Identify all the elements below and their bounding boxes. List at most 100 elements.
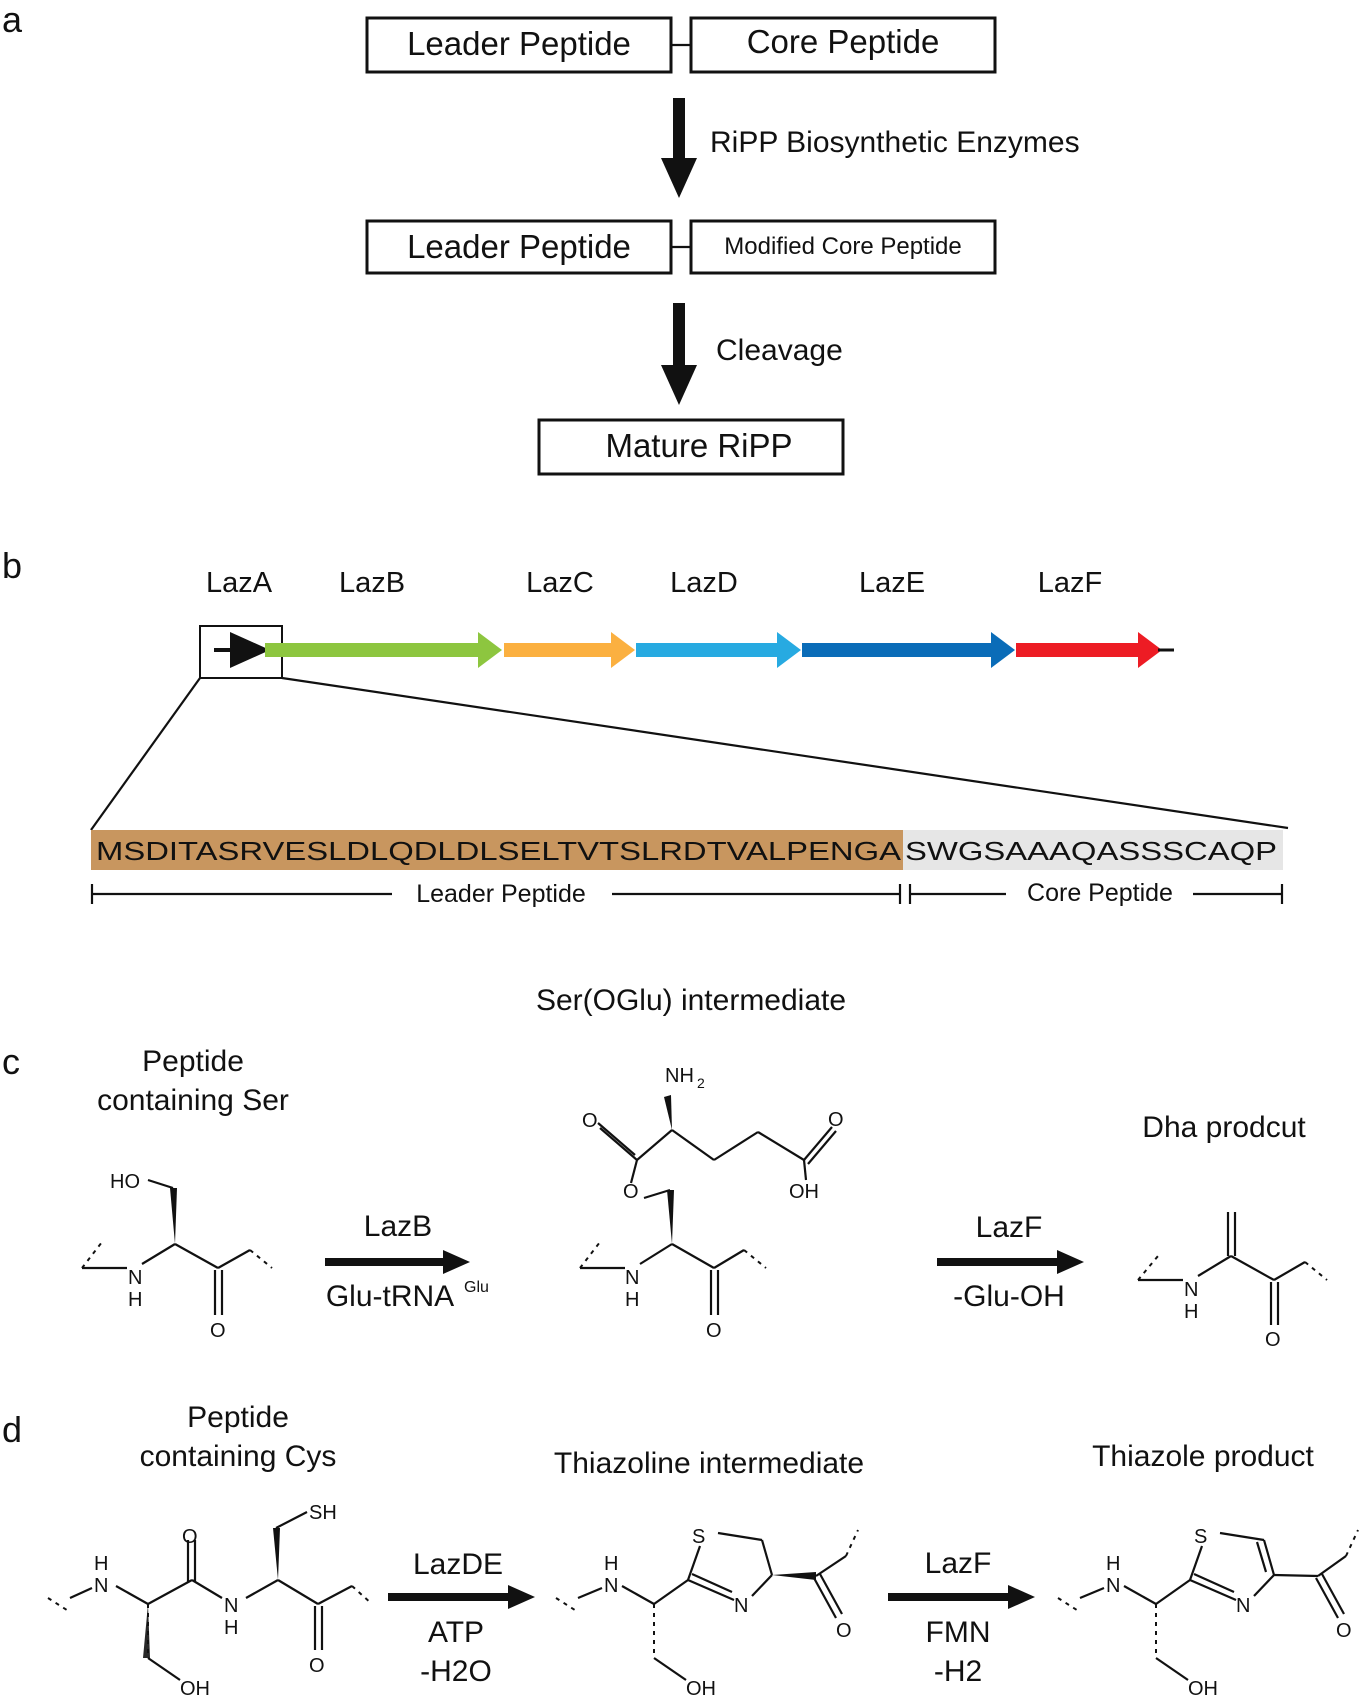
lazde-enzyme-label: LazDE (413, 1548, 503, 1581)
peptide-link (669, 33, 691, 57)
cys-h-atom-1: H (94, 1553, 108, 1575)
thiazole-h-atom: H (1106, 1553, 1120, 1575)
core-peptide-label: Core Peptide (747, 23, 940, 60)
biosynthetic-enzymes-label: RiPP Biosynthetic Enzymes (710, 126, 1080, 159)
ser-peptide-structure: HO N H O (81, 1171, 273, 1342)
oglu-n-atom: N (625, 1267, 639, 1289)
lazf-arrow (1016, 632, 1162, 668)
oglu-h-atom: H (625, 1289, 639, 1311)
fmn-label: FMN (926, 1616, 991, 1649)
gene-label-laza: LazA (206, 567, 273, 599)
lazb-reaction-arrow (325, 1250, 470, 1274)
lazb-arrow (265, 632, 502, 668)
gene-label-lazd: LazD (670, 567, 738, 599)
thiazole-oh-atom: OH (1188, 1678, 1218, 1695)
cys-peptide-structure: H N O N H SH O OH (47, 1502, 373, 1695)
nh2-subscript: 2 (697, 1075, 705, 1091)
panel-label-d: d (2, 1409, 22, 1450)
acid-o-atom: O (828, 1109, 844, 1131)
ser-n-atom: N (128, 1267, 142, 1289)
laza-arrow (230, 632, 270, 668)
leader-peptide-box: Leader Peptide (365, 16, 673, 74)
thiazoline-h-atom: H (604, 1553, 618, 1575)
mature-ripp-label: Mature RiPP (605, 427, 792, 464)
h2o-label: -H2O (420, 1655, 492, 1688)
thiazoline-n-atom-1: N (604, 1575, 618, 1597)
oglu-o-atom: O (706, 1320, 722, 1342)
thiazole-o-atom: O (1336, 1620, 1352, 1642)
nh2-atom: NH (665, 1065, 694, 1087)
gene-label-lazf: LazF (1038, 567, 1102, 599)
ser-o-atom: O (210, 1320, 226, 1342)
ser-peptide-title-2: containing Ser (97, 1084, 289, 1117)
leader-peptide-label: Leader Peptide (407, 25, 631, 62)
thiazoline-title: Thiazoline intermediate (554, 1447, 864, 1480)
panel-label-b: b (2, 545, 22, 586)
biosynthesis-arrow (661, 98, 697, 198)
lazde-reaction-arrow (388, 1585, 535, 1609)
ether-o-atom: O (623, 1181, 639, 1203)
ser-peptide-title-1: Peptide (142, 1045, 244, 1078)
cleavage-arrow (661, 303, 697, 405)
acid-oh-atom: OH (789, 1181, 819, 1203)
dha-h-atom: H (1184, 1301, 1198, 1323)
thiazole-s-atom: S (1194, 1526, 1207, 1548)
glu-trna-superscript: Glu (464, 1279, 489, 1296)
thiazole-title: Thiazole product (1092, 1440, 1314, 1473)
leader-sequence: MSDITASRVESLDLQDLDLSELTVTSLRDTVALPENGA (96, 836, 902, 866)
cys-h-atom-2: H (224, 1617, 238, 1639)
laza-sequence: MSDITASRVESLDLQDLDLSELTVTSLRDTVALPENGA S… (91, 830, 1283, 870)
thiazoline-o-atom: O (836, 1620, 852, 1642)
thiazole-n-atom-2: N (1236, 1595, 1250, 1617)
core-peptide-bracket: Core Peptide (908, 879, 1284, 907)
lazc-arrow (504, 632, 635, 668)
modified-core-peptide-box: Modified Core Peptide (689, 219, 997, 275)
leader-peptide-bracket-label: Leader Peptide (416, 880, 586, 908)
mature-ripp-box: Mature RiPP (537, 418, 845, 476)
cys-n-atom-1: N (94, 1575, 108, 1597)
cleavage-label: Cleavage (716, 334, 843, 367)
cys-n-atom-2: N (224, 1595, 238, 1617)
dha-n-atom: N (1184, 1279, 1198, 1301)
lazf-reaction-arrow-d (888, 1585, 1035, 1609)
gene-label-lazb: LazB (339, 567, 405, 599)
cys-o-atom-2: O (309, 1655, 325, 1677)
peptide-link-2 (669, 235, 691, 259)
lazb-enzyme-label: LazB (364, 1210, 432, 1243)
dha-title: Dha prodcut (1142, 1111, 1306, 1144)
cys-peptide-title-1: Peptide (187, 1401, 289, 1434)
thiazoline-s-atom: S (692, 1526, 705, 1548)
gene-cluster (199, 625, 1174, 679)
zoom-lines (90, 676, 1289, 831)
atp-label: ATP (428, 1616, 484, 1649)
thiazoline-oh-atom: OH (686, 1678, 716, 1695)
modified-core-peptide-label: Modified Core Peptide (724, 233, 961, 260)
panel-label-a: a (2, 0, 23, 40)
lazf-reaction-arrow (937, 1250, 1084, 1274)
glu-oh-label: -Glu-OH (953, 1280, 1065, 1313)
ser-oglu-structure: O O NH 2 O OH N H O (579, 1065, 844, 1342)
ser-oglu-title: Ser(OGlu) intermediate (536, 984, 846, 1017)
thiazoline-structure: H N S N O OH (555, 1526, 859, 1695)
glu-trna-label: Glu-tRNA (326, 1280, 454, 1313)
leader-peptide-label-2: Leader Peptide (407, 228, 631, 265)
laze-arrow (802, 632, 1015, 668)
leader-peptide-box-2: Leader Peptide (365, 219, 673, 275)
cys-o-atom-1: O (182, 1526, 198, 1548)
thiazole-n-atom-1: N (1106, 1575, 1120, 1597)
cys-oh-atom: OH (180, 1678, 210, 1695)
panel-label-c: c (2, 1041, 20, 1082)
lazf-enzyme-label: LazF (976, 1211, 1043, 1244)
ser-h-atom: H (128, 1289, 142, 1311)
core-sequence: SWGSAAAQASSSCAQP (905, 836, 1277, 866)
cys-peptide-title-2: containing Cys (140, 1440, 337, 1473)
dha-o-atom: O (1265, 1329, 1281, 1351)
thiazoline-n-atom-2: N (734, 1595, 748, 1617)
leader-sequence-highlight (91, 830, 903, 870)
dha-structure: N H O (1137, 1212, 1328, 1351)
gene-label-lazc: LazC (526, 567, 594, 599)
lazd-arrow (636, 632, 801, 668)
core-peptide-bracket-label: Core Peptide (1027, 879, 1173, 907)
